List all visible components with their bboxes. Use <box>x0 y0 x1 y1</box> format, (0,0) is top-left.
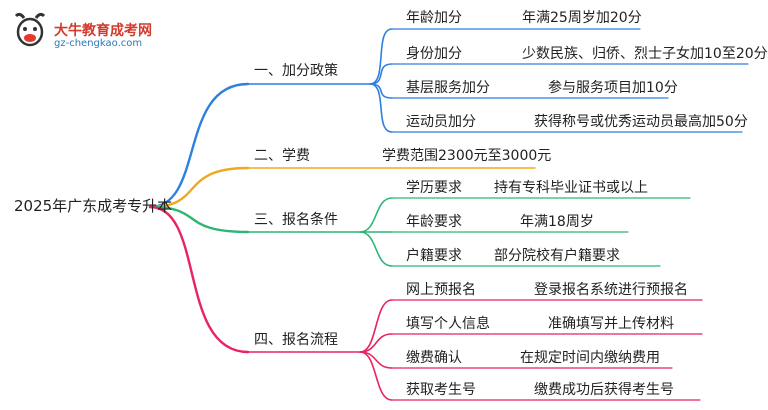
leaf-key: 获取考生号 <box>406 382 476 398</box>
leaf-key: 基层服务加分 <box>406 80 490 96</box>
leaf-value: 在规定时间内缴纳费用 <box>520 350 660 366</box>
branch-connector <box>148 205 250 234</box>
branch-connector <box>148 82 250 209</box>
leaf-value: 年满18周岁 <box>520 214 594 230</box>
ox-mascot-icon <box>14 12 46 47</box>
leaf-value: 缴费成功后获得考生号 <box>534 382 674 398</box>
logo-url: gz-chengkao.com <box>54 38 143 49</box>
branch-connector <box>148 166 250 209</box>
leaf-key: 填写个人信息 <box>406 316 490 332</box>
leaf-key: 网上预报名 <box>406 282 476 298</box>
branch-label-requirements: 三、报名条件 <box>254 212 338 228</box>
leaf-connector <box>359 299 393 353</box>
branch-label-fees: 二、学费 <box>254 148 310 164</box>
leaf-connector <box>359 231 393 267</box>
leaf-value: 登录报名系统进行预报名 <box>534 282 688 298</box>
leaf-key: 身份加分 <box>406 46 462 62</box>
logo-name: 大牛教育成考网 <box>54 23 152 39</box>
branch-label-process: 四、报名流程 <box>254 332 338 348</box>
leaf-key: 户籍要求 <box>406 248 462 264</box>
branch-connector <box>148 205 250 354</box>
mindmap-links <box>148 28 749 401</box>
leaf-connector <box>359 333 393 353</box>
leaf-value: 年满25周岁加20分 <box>522 10 642 26</box>
leaf-value: 参与服务项目加10分 <box>548 80 678 96</box>
leaf-key: 缴费确认 <box>406 350 462 366</box>
branch-label-policy: 一、加分政策 <box>254 63 338 79</box>
leaf-value: 获得称号或优秀运动员最高加50分 <box>534 114 748 130</box>
leaf-value: 学费范围2300元至3000元 <box>382 148 552 164</box>
leaf-key: 运动员加分 <box>406 114 476 130</box>
leaf-connector <box>369 83 393 133</box>
leaf-connector <box>369 63 393 85</box>
leaf-key: 年龄加分 <box>406 10 462 26</box>
leaf-key: 年龄要求 <box>406 214 462 230</box>
leaf-value: 准确填写并上传材料 <box>548 316 674 332</box>
site-logo[interactable]: 大牛教育成考网 gz-chengkao.com <box>10 10 190 54</box>
root-node: 2025年广东成考专升本 <box>14 197 173 215</box>
leaf-value: 部分院校有户籍要求 <box>494 248 620 264</box>
leaf-connector <box>369 28 393 85</box>
leaf-connector <box>359 351 393 369</box>
leaf-connector <box>359 351 393 401</box>
leaf-connector <box>369 83 393 99</box>
leaf-connector <box>359 197 393 233</box>
leaf-value: 持有专科毕业证书或以上 <box>494 180 648 196</box>
leaf-key: 学历要求 <box>406 180 462 196</box>
leaf-value: 少数民族、归侨、烈士子女加10至20分 <box>522 46 768 62</box>
